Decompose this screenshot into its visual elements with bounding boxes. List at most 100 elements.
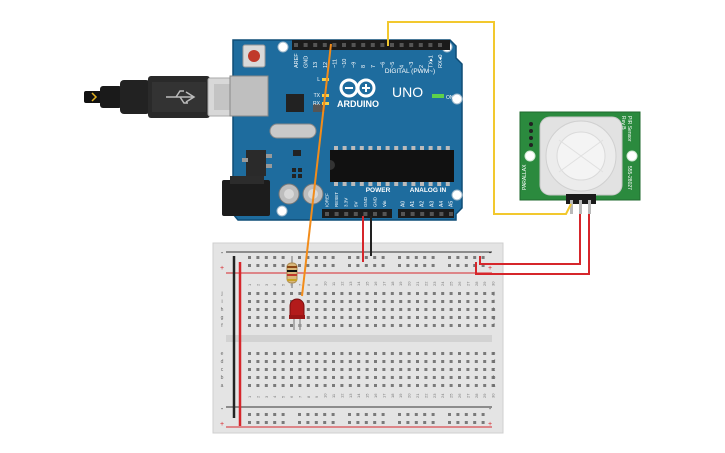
rail-sign: +: [220, 421, 224, 428]
rail-sign: -: [221, 250, 224, 257]
svg-text:28: 28: [474, 281, 479, 286]
analog-pin-label: A3: [429, 201, 435, 207]
svg-text:22: 22: [423, 281, 428, 286]
pin-label: ~10: [342, 59, 348, 68]
svg-text:18: 18: [390, 393, 395, 398]
model-label: UNO: [392, 84, 423, 100]
svg-text:4: 4: [272, 283, 277, 286]
row-letter: a: [221, 383, 224, 389]
svg-text:1: 1: [247, 395, 252, 398]
pin-label: ~6: [380, 62, 386, 68]
svg-text:9: 9: [314, 395, 319, 398]
svg-text:15: 15: [365, 393, 370, 398]
svg-text:23: 23: [432, 281, 437, 286]
svg-text:23: 23: [432, 393, 437, 398]
rail-sign: -: [221, 406, 224, 413]
svg-text:2: 2: [255, 283, 260, 286]
analog-pin-label: A0: [401, 201, 407, 207]
rail-sign: -: [489, 250, 492, 257]
pin-label: 13: [313, 62, 319, 68]
row-letter: f: [493, 323, 495, 329]
svg-text:8: 8: [306, 283, 311, 286]
pin-label: GND: [304, 56, 310, 68]
svg-text:20: 20: [407, 281, 412, 286]
row-letter: b: [221, 375, 224, 381]
pir-rev-label: Rev B: [620, 116, 626, 130]
pin-label: 7: [371, 65, 377, 68]
usb-symbol-icon: [166, 90, 196, 104]
svg-text:27: 27: [465, 281, 470, 286]
svg-text:8: 8: [306, 395, 311, 398]
svg-text:30: 30: [491, 281, 496, 286]
led-label: L: [317, 77, 320, 83]
breadboard[interactable]: 1122334455667788991010111112121313141415…: [212, 242, 504, 434]
pin-label: ~3: [409, 62, 415, 68]
pir-brand-label: PARALLAX: [522, 164, 528, 190]
svg-text:10: 10: [323, 281, 328, 286]
brand-label: ARDUINO: [337, 99, 379, 109]
row-letter: g: [493, 315, 496, 321]
svg-text:3: 3: [264, 395, 269, 398]
svg-text:24: 24: [440, 281, 445, 286]
pin-label: 4: [400, 65, 406, 68]
svg-text:24: 24: [440, 393, 445, 398]
row-letter: c: [221, 367, 224, 373]
svg-text:16: 16: [373, 393, 378, 398]
rail-sign: -: [489, 406, 492, 413]
svg-text:14: 14: [356, 393, 361, 398]
svg-text:7: 7: [297, 283, 302, 286]
svg-text:11: 11: [331, 393, 336, 398]
red-led[interactable]: [289, 298, 305, 330]
svg-text:28: 28: [474, 393, 479, 398]
svg-text:20: 20: [407, 393, 412, 398]
led-label: RX: [313, 101, 321, 107]
pir-part-label: 555-28027: [626, 166, 632, 190]
pin-label: RX◂0: [438, 55, 444, 68]
pir-dome-icon: [539, 116, 623, 196]
pir-title-label: PIR Sensor: [626, 116, 632, 142]
row-letter: e: [221, 351, 224, 357]
svg-text:25: 25: [449, 281, 454, 286]
power-pin-label: 5V: [353, 201, 358, 207]
svg-text:17: 17: [381, 393, 386, 398]
analog-pin-label: A4: [439, 201, 445, 207]
rail-sign: +: [488, 265, 492, 272]
svg-text:19: 19: [398, 393, 403, 398]
svg-text:6: 6: [289, 395, 294, 398]
row-letter: i: [493, 299, 494, 305]
power-pin-label: Vin: [382, 200, 387, 207]
pir-sensor[interactable]: PARALLAX PIR Sensor Rev B 555-28027: [519, 111, 641, 214]
reset-button[interactable]: [242, 44, 266, 68]
led-wire-orange: [301, 43, 332, 297]
arduino-logo-icon: [339, 78, 376, 98]
svg-text:13: 13: [348, 393, 353, 398]
svg-text:21: 21: [415, 393, 420, 398]
row-letter: a: [493, 383, 496, 389]
svg-text:11: 11: [331, 281, 336, 286]
svg-text:27: 27: [465, 393, 470, 398]
svg-text:30: 30: [491, 393, 496, 398]
resistor[interactable]: [286, 256, 298, 288]
svg-text:15: 15: [365, 281, 370, 286]
pir-power-wires: [475, 214, 590, 275]
atmega-chip: [330, 146, 454, 186]
svg-text:25: 25: [449, 393, 454, 398]
svg-text:29: 29: [482, 281, 487, 286]
analog-pin-label: A2: [420, 201, 426, 207]
analog-label: ANALOG IN: [410, 187, 447, 194]
pin-label: 8: [361, 65, 367, 68]
pin-label: 2: [419, 65, 425, 68]
pin-label: ~11: [332, 59, 338, 68]
row-letter: g: [221, 315, 224, 321]
svg-text:5: 5: [281, 395, 286, 398]
svg-text:9: 9: [314, 283, 319, 286]
svg-text:3: 3: [264, 283, 269, 286]
on-led-label: ON: [446, 95, 454, 101]
pin-label: AREF: [294, 53, 300, 68]
dc-power-jack: [222, 176, 270, 216]
svg-text:5: 5: [281, 283, 286, 286]
power-pin-label: RESET: [334, 192, 339, 207]
row-letter: b: [493, 375, 496, 381]
